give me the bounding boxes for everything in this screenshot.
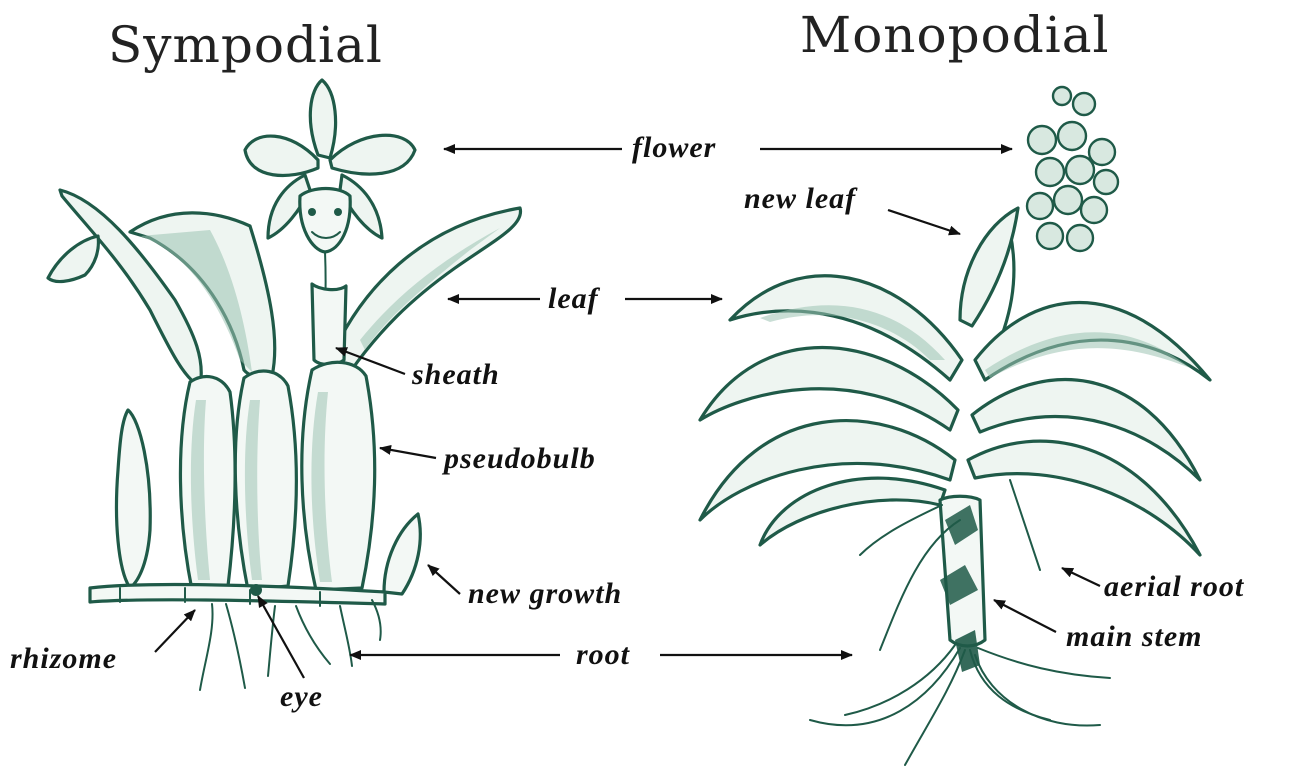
pseudobulb (235, 371, 296, 590)
monopodial-leaf (760, 478, 945, 545)
label-pseudobulb: pseudobulb (441, 442, 596, 475)
label-leaf: leaf (548, 282, 601, 315)
label-flower: flower (632, 131, 716, 164)
sympodial-leaf-tip (48, 236, 98, 282)
title-sympodial: Sympodial (108, 16, 383, 74)
label-rhizome: rhizome (10, 642, 117, 675)
sympodial-roots (200, 600, 381, 690)
monopodial-flower-cluster (1027, 87, 1118, 251)
label-main-stem: main stem (1066, 620, 1203, 653)
title-monopodial: Monopodial (800, 6, 1110, 64)
label-new-leaf: new leaf (744, 182, 858, 215)
new-growth-shoot (384, 514, 420, 594)
label-eye: eye (280, 680, 323, 713)
label-aerial-root: aerial root (1104, 570, 1245, 603)
label-new-growth: new growth (468, 577, 622, 610)
label-sheath: sheath (411, 358, 500, 391)
old-pseudobulb (117, 410, 151, 588)
monopodial-leaf (700, 348, 958, 431)
eye-bud (250, 584, 262, 596)
monopodial-leaf (968, 441, 1200, 555)
label-root: root (576, 638, 631, 671)
monopodial-roots (810, 645, 1110, 765)
sympodial-sheath (312, 284, 346, 365)
